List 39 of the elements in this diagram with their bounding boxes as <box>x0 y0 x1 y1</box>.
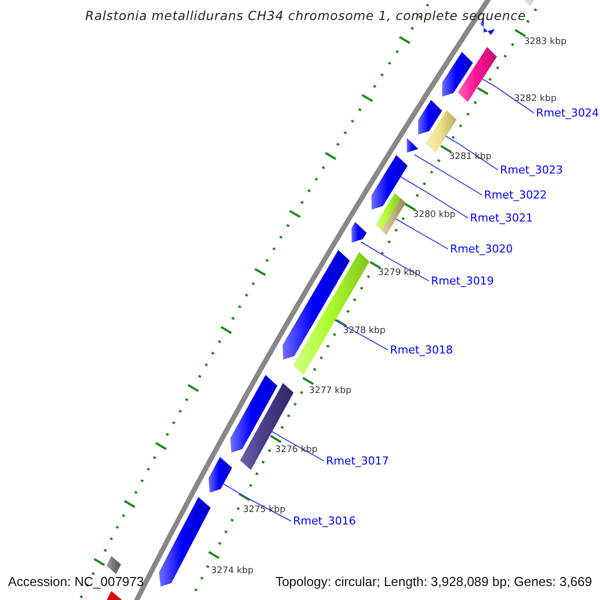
gene-feature <box>376 193 400 230</box>
scale-label: 3275 kbp <box>243 505 286 515</box>
gene-label: Rmet_3021 <box>470 212 533 224</box>
gene-feature <box>351 222 367 243</box>
leader-line <box>400 176 468 218</box>
gene-label: Rmet_3018 <box>390 344 453 356</box>
info-text: Accession: NC_007973 <box>8 574 144 589</box>
gene-label: Rmet_3016 <box>293 514 356 528</box>
scale-label: 3280 kbp <box>413 210 456 220</box>
gene-feature <box>458 47 497 102</box>
leader-line <box>222 483 292 522</box>
scale-label: 3277 kbp <box>309 386 352 396</box>
gene-feature <box>208 457 232 493</box>
gene-feature <box>418 100 442 135</box>
chart-title: Ralstonia metallidurans CH34 chromosome 1, complete sequence <box>84 8 527 23</box>
gene-label: Rmet_3019 <box>431 274 494 288</box>
gene-feature <box>106 556 121 574</box>
gene-label: Rmet_3023 <box>500 164 563 176</box>
leader-line <box>334 319 388 350</box>
gene-label: Rmet_3017 <box>326 454 389 468</box>
leader-line <box>271 430 324 462</box>
info-text: Topology: circular; Length: 3,928,089 bp; Genes: 3,669 <box>275 574 592 589</box>
leader-line <box>414 154 482 196</box>
gene-label: Rmet_3022 <box>484 188 547 202</box>
gene-feature <box>406 138 418 153</box>
gene-feature <box>159 497 211 587</box>
gene-feature <box>293 252 370 375</box>
gene-feature <box>230 375 278 453</box>
gene-label: Rmet_3024 <box>536 106 599 120</box>
leader-line <box>360 241 430 282</box>
leader-line <box>445 136 498 170</box>
gene-feature <box>442 52 473 97</box>
scale-label: 3282 kbp <box>514 94 556 104</box>
gene-label: Rmet_3020 <box>450 242 513 256</box>
leader-line <box>482 78 534 114</box>
gene-feature <box>381 198 406 235</box>
leader-line <box>396 218 448 250</box>
scale-label: 3283 kbp <box>524 37 566 47</box>
gene-feature <box>426 110 456 153</box>
